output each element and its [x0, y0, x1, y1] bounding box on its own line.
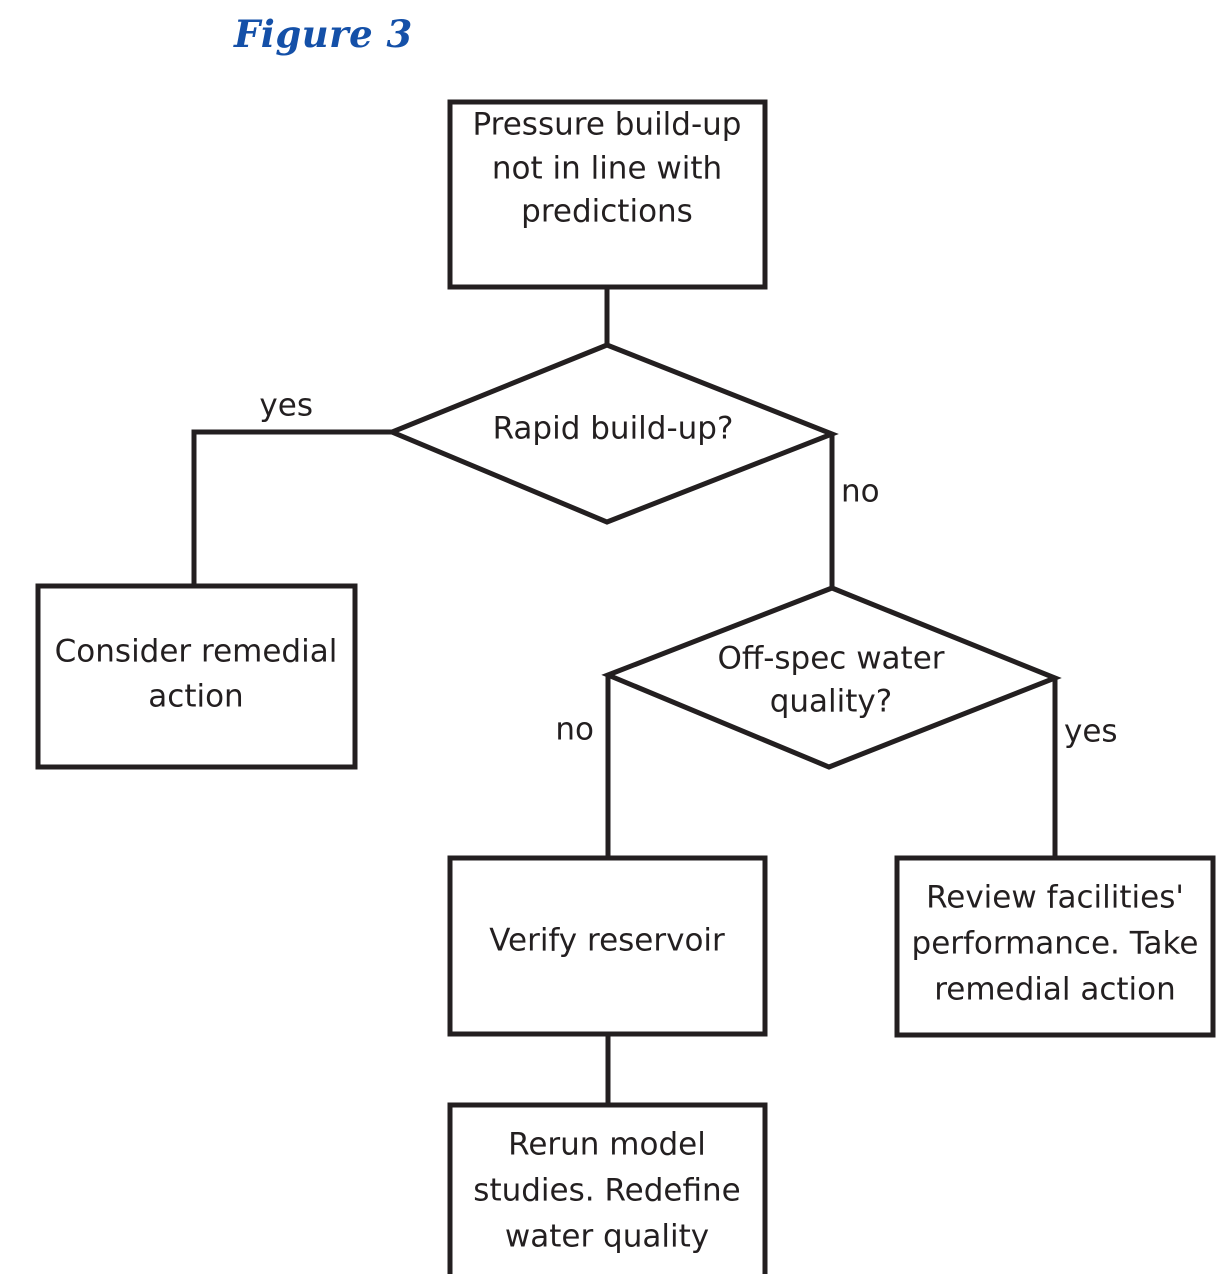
node-decision-offspec-water-line2: quality?	[770, 684, 893, 720]
node-consider-remedial-action-line1: Consider remedial	[55, 634, 338, 670]
node-verify-reservoir[interactable]: Verify reservoir	[447, 855, 768, 1037]
node-pressure-buildup-shape	[447, 99, 768, 290]
node-rerun-model-studies-line3: water quality	[505, 1219, 709, 1255]
node-pressure-buildup[interactable]: Pressure build-up not in line with predi…	[447, 99, 768, 290]
node-decision-rapid-buildup-shape	[385, 342, 839, 525]
node-consider-remedial-action[interactable]: Consider remedial action	[35, 583, 358, 770]
node-review-facilities-line2: performance. Take	[912, 926, 1199, 962]
node-decision-offspec-water-shape	[601, 585, 1062, 770]
node-review-facilities-shape	[894, 855, 1216, 1038]
node-rerun-model-studies-line2: studies. Redefine	[473, 1173, 740, 1209]
node-rerun-model-studies-shape	[447, 1102, 768, 1274]
node-decision-offspec-water-line1: Off-spec water	[717, 641, 944, 677]
edge-label-offspec-yes: yes	[1064, 714, 1118, 750]
node-verify-reservoir-line1: Verify reservoir	[489, 923, 725, 959]
node-pressure-buildup-line2: not in line with	[492, 151, 722, 187]
node-pressure-buildup-line3: predictions	[521, 194, 693, 230]
node-decision-rapid-buildup-line1: Rapid build-up?	[493, 411, 734, 447]
node-review-facilities[interactable]: Review facilities' performance. Take rem…	[894, 855, 1216, 1038]
node-verify-reservoir-shape	[447, 855, 768, 1037]
edge-label-offspec-no: no	[555, 712, 594, 748]
edge-rapid-yes-to-consider-remedial	[191, 429, 392, 586]
node-decision-offspec-water[interactable]: Off-spec water quality?	[601, 585, 1062, 770]
figure-title: Figure 3	[234, 12, 413, 56]
node-pressure-buildup-line1: Pressure build-up	[473, 107, 742, 143]
node-decision-rapid-buildup[interactable]: Rapid build-up?	[385, 342, 839, 525]
node-review-facilities-line3: remedial action	[934, 972, 1176, 1008]
node-rerun-model-studies-line1: Rerun model	[508, 1127, 706, 1163]
edge-label-rapid-yes: yes	[259, 388, 313, 424]
node-consider-remedial-action-shape	[35, 583, 358, 770]
node-consider-remedial-action-line2: action	[148, 679, 243, 715]
node-review-facilities-line1: Review facilities'	[926, 880, 1184, 916]
edge-label-rapid-no: no	[841, 474, 880, 510]
node-rerun-model-studies[interactable]: Rerun model studies. Redefine water qual…	[447, 1102, 768, 1274]
